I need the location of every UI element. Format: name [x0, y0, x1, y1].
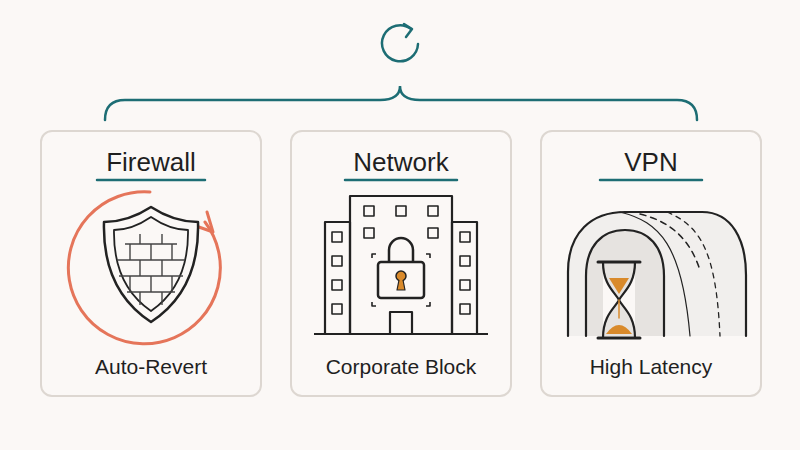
keyhole — [396, 271, 406, 281]
door — [390, 312, 412, 334]
refresh-arrowhead — [404, 24, 412, 37]
title-underlines — [97, 179, 702, 182]
title-underline — [600, 179, 702, 182]
refresh-arc — [382, 25, 418, 61]
tunnel-illustration — [568, 212, 746, 338]
category-card: VPN High Latency — [540, 130, 762, 397]
group-bracket — [105, 86, 697, 120]
windows — [332, 206, 470, 314]
firewall-illustration — [68, 192, 220, 344]
card-title: Network — [292, 146, 510, 178]
main-building — [350, 196, 452, 334]
refresh-icon — [382, 24, 418, 61]
title-underline — [97, 179, 205, 182]
right-building — [452, 222, 477, 334]
hourglass-sand — [606, 325, 632, 334]
tunnel-dash — [640, 214, 700, 270]
card-caption: Auto-Revert — [42, 353, 260, 381]
keyhole-slot — [397, 280, 405, 290]
revert-arc — [68, 192, 220, 344]
tunnel-dash — [667, 212, 720, 336]
lock-corners — [372, 254, 430, 306]
building-illustration — [314, 196, 488, 334]
card-caption: High Latency — [542, 353, 760, 381]
lock-shackle — [389, 238, 413, 262]
category-card: NetworkCorporate Block — [290, 130, 512, 397]
card-title: VPN — [542, 146, 760, 178]
tunnel-inner-arch — [586, 230, 664, 336]
hourglass-glass — [603, 262, 635, 338]
card-title: Firewall — [42, 146, 260, 178]
card-caption: Corporate Block — [292, 353, 510, 381]
shield-inner — [114, 217, 188, 311]
lock-body — [378, 262, 424, 298]
shield-outline — [104, 207, 198, 322]
hourglass-stream — [618, 300, 620, 318]
hourglass-sand — [609, 278, 629, 294]
tunnel-body — [568, 212, 746, 336]
hourglass-top — [598, 261, 640, 264]
title-underline — [345, 179, 457, 182]
left-building — [325, 222, 350, 334]
brick-lines — [117, 234, 185, 305]
hourglass-bottom — [598, 337, 640, 340]
category-card: FirewallAuto-Revert — [40, 130, 262, 397]
